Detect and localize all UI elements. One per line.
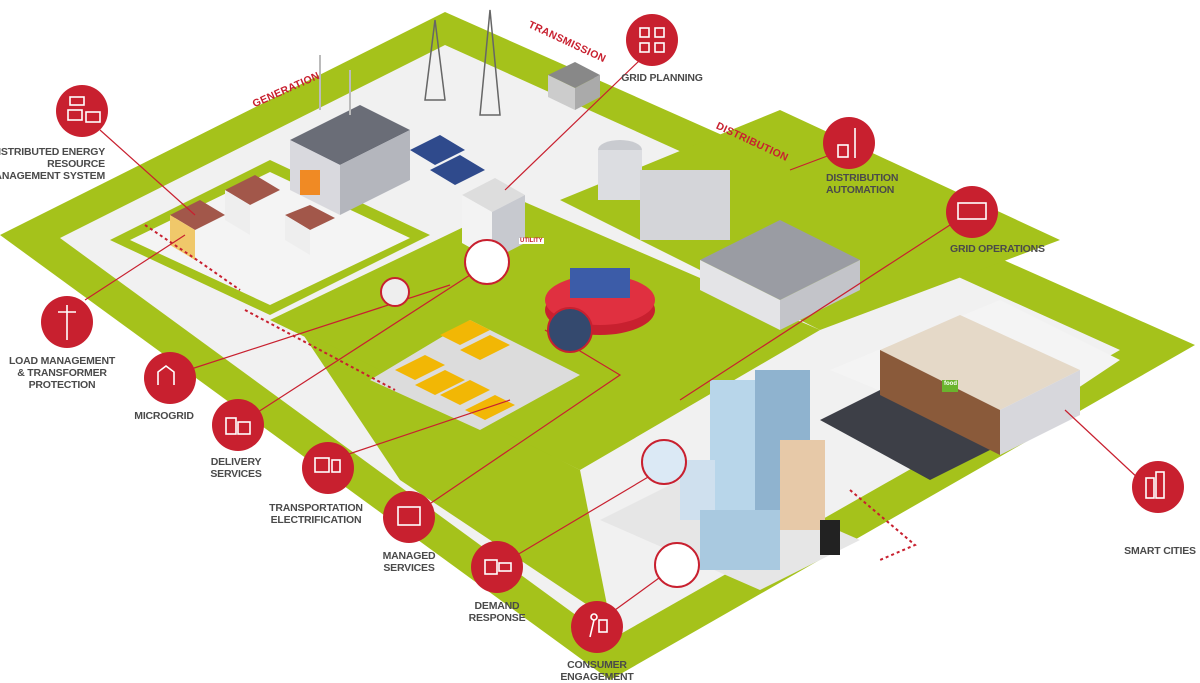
control-room-icon[interactable] — [946, 186, 998, 238]
grocery-store — [880, 315, 1080, 455]
checklist-icon[interactable] — [626, 14, 678, 66]
label-grid-planning[interactable]: GRID PLANNING — [621, 72, 703, 84]
icon-glyphs — [58, 27, 1165, 638]
label-line: DELIVERY — [210, 456, 262, 468]
bus-lot — [370, 320, 580, 430]
label-line: RESOURCE — [47, 158, 105, 170]
grass-block-east — [560, 110, 1060, 330]
label-line: MANAGED — [382, 550, 436, 562]
label-line: PROTECTION — [28, 379, 96, 391]
label-line: RESPONSE — [468, 612, 526, 624]
label-line: SERVICES — [210, 468, 262, 480]
label-line: ELECTRIFICATION — [270, 514, 362, 526]
label-smart-cities[interactable]: SMART CITIES — [1124, 545, 1196, 557]
label-line: DEMAND — [474, 600, 520, 612]
label-line: GRID OPERATIONS — [950, 243, 1045, 255]
label-line: SERVICES — [383, 562, 435, 574]
substation-building — [548, 62, 600, 110]
label-derms[interactable]: DISTRIBUTED ENERGYRESOURCEMANAGEMENT SYS… — [0, 146, 105, 182]
label-line: GRID PLANNING — [621, 72, 703, 84]
substation-icon[interactable] — [823, 117, 875, 169]
label-microgrid[interactable]: MICROGRID — [134, 410, 194, 422]
grass-block-center — [270, 200, 820, 470]
callout-transformer — [380, 277, 410, 307]
ev-charger-icon[interactable] — [302, 442, 354, 494]
label-line: DISTRIBUTION — [826, 172, 899, 184]
transmission-towers — [424, 9, 501, 116]
industrial-plant — [598, 140, 860, 330]
callout-consumer — [654, 542, 700, 588]
label-line: TRANSPORTATION — [269, 502, 363, 514]
power-plant — [290, 105, 410, 215]
underground-lines — [144, 224, 917, 561]
label-line: DISTRIBUTED ENERGY — [0, 146, 105, 158]
label-grid-operations[interactable]: GRID OPERATIONS — [950, 243, 1045, 255]
label-line: & TRANSFORMER — [17, 367, 107, 379]
label-line: LOAD MANAGEMENT — [8, 355, 116, 367]
utility-sign: UTILITY — [519, 238, 544, 244]
food-sign: food — [944, 381, 957, 387]
solar-panels — [410, 135, 485, 185]
label-line: CONSUMER — [567, 659, 627, 671]
label-line: MICROGRID — [134, 410, 194, 422]
person-phone-icon[interactable] — [571, 601, 623, 653]
label-line: SMART CITIES — [1124, 545, 1196, 557]
houses — [170, 175, 335, 260]
person-screen-icon[interactable] — [383, 491, 435, 543]
city-buildings-icon[interactable] — [1132, 461, 1184, 513]
grass-block-south — [300, 330, 610, 620]
callout-meter — [641, 439, 687, 485]
parking-lot — [820, 380, 1010, 480]
wind-turbines — [319, 55, 351, 115]
school-buses — [395, 320, 515, 420]
callout-datacenter — [547, 307, 593, 353]
label-line: ENGAGEMENT — [560, 671, 634, 683]
callout-utility-worker — [464, 239, 510, 285]
label-line: MANAGEMENT SYSTEM — [0, 170, 105, 182]
office-towers — [680, 370, 840, 570]
house-battery-icon[interactable] — [144, 352, 196, 404]
label-line: AUTOMATION — [826, 184, 895, 196]
